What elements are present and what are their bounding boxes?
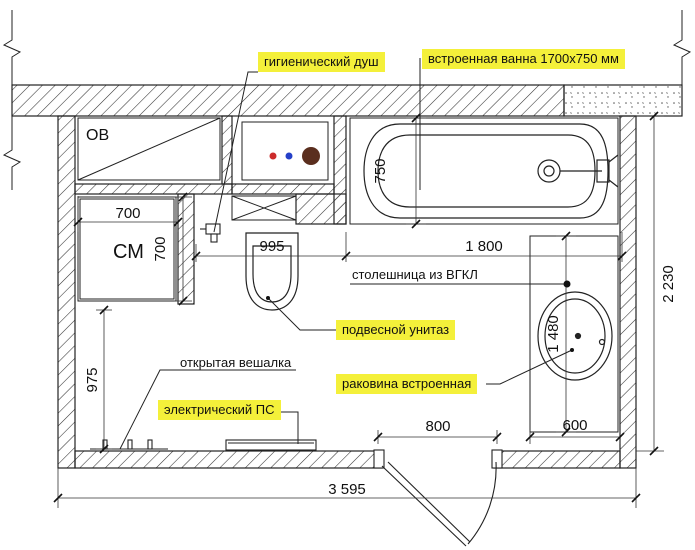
hot-water-icon <box>269 152 277 160</box>
slab-break-right <box>672 10 692 85</box>
dim-sm-depth: 700 <box>152 236 169 261</box>
callout-wall-hung-toilet: подвесной унитаз <box>336 320 456 340</box>
countertop-label: столешница из ВГКЛ <box>352 267 478 282</box>
dim-bath-depth: 750 <box>372 158 389 183</box>
callout-built-in-bath: встроенная ванна 1700х750 мм <box>422 49 625 69</box>
slab-break-left <box>2 10 22 190</box>
dim-door-width: 800 <box>425 418 450 435</box>
dimension-ticks <box>53 111 659 503</box>
bath-enclosure <box>349 117 619 225</box>
dimension-lines <box>57 115 664 508</box>
sink-icon <box>537 291 613 381</box>
dim-hanger-height: 975 <box>84 367 101 392</box>
callout-built-in-sink: раковина встроенная <box>336 374 478 394</box>
cold-water-icon <box>285 152 293 160</box>
leader-lines <box>119 58 573 450</box>
slab-insulation <box>563 84 683 117</box>
toilet-leader-dot <box>266 296 270 300</box>
top-slab <box>11 84 565 117</box>
countertop-leader-dot <box>563 280 571 288</box>
hygienic-shower-icon <box>200 223 221 243</box>
washing-machine <box>77 196 177 302</box>
electric-floor-icon <box>225 439 317 451</box>
ov-shaft <box>77 117 221 181</box>
dim-bath-zone: 1 800 <box>465 238 503 255</box>
callout-electric-floor: электрический ПС <box>158 400 281 420</box>
installation-frame <box>231 195 297 221</box>
dim-sink-length: 1 480 <box>545 315 562 353</box>
dim-total-width: 3 595 <box>328 481 366 498</box>
dim-sm-width: 700 <box>115 205 140 222</box>
ov-shaft-label: ОВ <box>86 127 109 144</box>
washing-machine-label: СМ <box>113 241 144 263</box>
dim-counter-depth: 600 <box>562 417 587 434</box>
dim-total-height: 2 230 <box>660 265 677 303</box>
pipe-box <box>241 121 329 181</box>
open-hanger-icon <box>90 439 168 450</box>
dim-toilet-offset: 995 <box>259 238 284 255</box>
callout-hygienic-shower: гигиенический душ <box>258 52 385 72</box>
door-swing <box>373 449 503 547</box>
bathtub-icon <box>363 123 619 219</box>
sink-leader-dot <box>570 348 574 352</box>
open-hanger-label: открытая вешалка <box>180 355 292 370</box>
sewer-pipe-icon <box>302 147 320 165</box>
outer-walls <box>57 115 637 469</box>
